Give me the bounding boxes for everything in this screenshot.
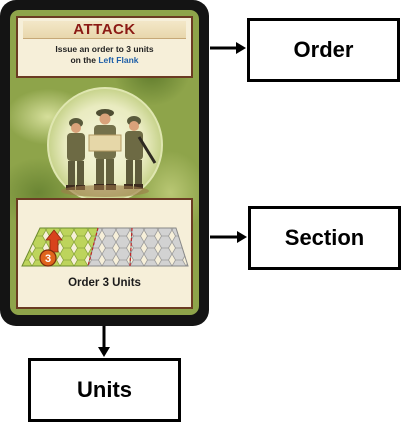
- flank-name: Left Flank: [98, 55, 139, 65]
- soldiers-illustration: [47, 87, 163, 203]
- card-description: Issue an order to 3 units on the Left Fl…: [18, 44, 191, 66]
- order-panel: ATTACK Issue an order to 3 units on the …: [16, 16, 193, 78]
- order-label: Order: [293, 37, 354, 62]
- section-arrow-icon: [45, 229, 63, 253]
- order-label-box: Order: [247, 18, 400, 82]
- description-prefix: on the: [70, 55, 99, 65]
- soldier-right-figure: [124, 116, 157, 189]
- card-title: ATTACK: [23, 21, 186, 39]
- section-panel: 3 Order 3 Units: [16, 198, 193, 309]
- section-label-box: Section: [248, 206, 401, 270]
- card-face: ATTACK Issue an order to 3 units on the …: [10, 10, 199, 315]
- description-line1: Issue an order to 3 units: [55, 44, 154, 54]
- arrow-right-icon: [210, 231, 247, 243]
- card-footer: Order 3 Units: [68, 277, 141, 289]
- arrow-right-icon: [210, 42, 246, 54]
- units-label-box: Units: [28, 358, 181, 422]
- section-badge-number: 3: [45, 253, 51, 265]
- section-badge: [39, 249, 57, 267]
- arrow-down-icon: [98, 326, 110, 357]
- battlefield-section-map: 3: [21, 227, 189, 267]
- units-label: Units: [77, 377, 132, 402]
- section-label: Section: [284, 225, 365, 250]
- command-card: ATTACK Issue an order to 3 units on the …: [0, 0, 209, 326]
- soldier-left-figure: [66, 118, 85, 190]
